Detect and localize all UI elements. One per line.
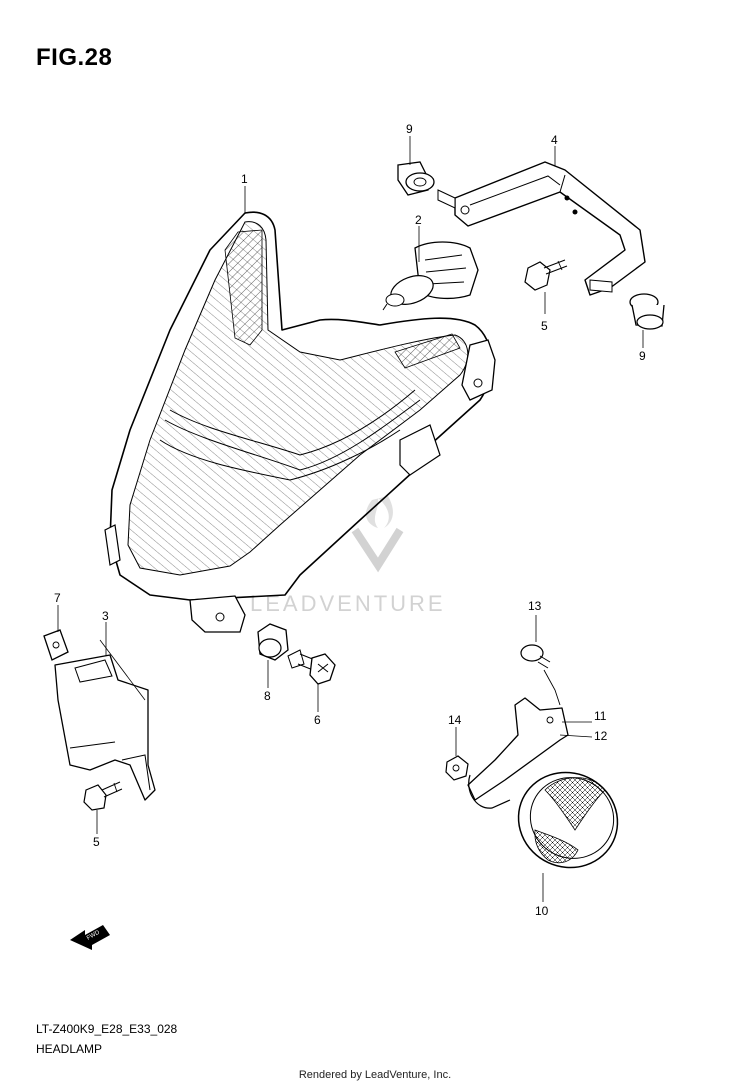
callout-9-lower[interactable]: 9 <box>639 349 646 363</box>
bolt-upper[interactable] <box>524 259 568 291</box>
render-credit: Rendered by LeadVenture, Inc. <box>298 1069 452 1081</box>
callout-10[interactable]: 10 <box>535 904 549 918</box>
reflector-nut[interactable] <box>445 755 469 781</box>
callout-14[interactable]: 14 <box>448 713 462 727</box>
callout-1[interactable]: 1 <box>241 172 248 186</box>
callout-13[interactable]: 13 <box>528 599 542 613</box>
grommet-upper[interactable] <box>397 161 435 196</box>
callout-5-upper[interactable]: 5 <box>541 319 548 333</box>
callout-11[interactable]: 11 <box>594 709 607 723</box>
cushion-grommet[interactable] <box>257 623 289 661</box>
callout-5-lower[interactable]: 5 <box>93 835 100 849</box>
leader-lines <box>57 136 644 902</box>
callout-12[interactable]: 12 <box>594 729 608 743</box>
callout-6[interactable]: 6 <box>314 713 321 727</box>
lamp-stay[interactable] <box>54 654 156 801</box>
model-code: LT-Z400K9_E28_E33_028 <box>36 1022 178 1036</box>
figure-title: FIG.28 <box>36 44 113 71</box>
clip-nut[interactable] <box>43 629 69 661</box>
callout-3[interactable]: 3 <box>102 609 109 623</box>
headlamp-bulb[interactable] <box>382 241 479 311</box>
section-name: HEADLAMP <box>36 1042 103 1056</box>
forward-arrow-icon: FWD <box>70 925 110 950</box>
rear-reflector[interactable] <box>503 756 633 883</box>
headlamp-bracket[interactable] <box>437 161 646 296</box>
mounting-screw[interactable] <box>287 649 336 685</box>
callout-2[interactable]: 2 <box>415 213 422 227</box>
reflector-screw[interactable] <box>520 644 561 706</box>
bolt-lower[interactable] <box>83 781 123 811</box>
headlamp-housing[interactable] <box>104 211 496 633</box>
reflector-stay[interactable] <box>467 697 569 809</box>
callout-labels: 1 2 3 4 5 5 6 7 8 9 9 10 11 12 13 14 <box>54 122 646 918</box>
callout-9-upper[interactable]: 9 <box>406 122 413 136</box>
callout-7[interactable]: 7 <box>54 591 61 605</box>
callout-4[interactable]: 4 <box>551 133 558 147</box>
callout-8[interactable]: 8 <box>264 689 271 703</box>
grommet-lower[interactable] <box>629 293 665 330</box>
